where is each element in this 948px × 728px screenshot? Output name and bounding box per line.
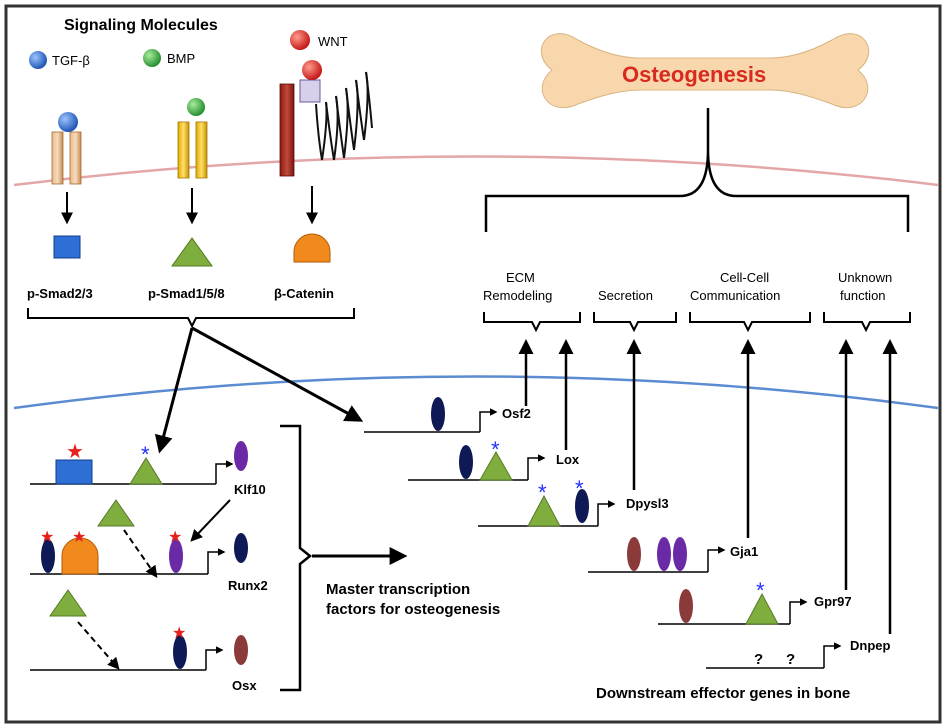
runx2-bound-osx-icon: [173, 635, 187, 669]
bmp-receptor-icon: [177, 98, 208, 179]
dnpep-label: Dnpep: [850, 638, 891, 653]
gja1-osx-icon: [627, 537, 641, 571]
binding-asterisk-icon: *: [538, 480, 547, 505]
osf2-tf-icon: [431, 397, 445, 431]
wnt-ligand-icon: [290, 30, 310, 50]
unknown-label-line1: Unknown: [838, 270, 892, 285]
osteogenesis-bracket: [484, 108, 910, 232]
gja1-klf10-icon: [657, 537, 671, 571]
phospho-star-icon: ★: [172, 625, 186, 642]
ecm-label-line1: ECM: [506, 270, 535, 285]
smad23-label: p-Smad2/3: [27, 286, 93, 301]
signaling-molecules-title: Signaling Molecules: [64, 17, 218, 34]
smad23-icon: [53, 235, 81, 259]
phospho-star-icon: ★: [168, 529, 182, 546]
gja1-label: Gja1: [730, 544, 758, 559]
gpr97-smad-icon: [745, 592, 779, 625]
runx2-protein-icon: [234, 533, 248, 563]
cell-membrane: [13, 155, 939, 187]
tgfb-label: TGF-β: [52, 53, 90, 68]
catenin-icon: [293, 233, 331, 263]
outer-border: [4, 4, 942, 724]
wnt-receptor-icon: [279, 60, 373, 177]
lox-label: Lox: [556, 452, 580, 467]
smad158-label: p-Smad1/5/8: [148, 286, 225, 301]
downstream-effector-label: Downstream effector genes in bone: [596, 685, 850, 702]
binding-asterisk-icon: *: [575, 476, 584, 501]
tgfb-receptor-icon: [51, 112, 82, 185]
runx2-label: Runx2: [228, 578, 268, 593]
smad158-icon: [171, 237, 213, 267]
gja1-klf10-icon-2: [673, 537, 687, 571]
catenin-bound-icon: [61, 537, 99, 575]
secretion-label: Secretion: [598, 288, 653, 303]
ecm-label-line2: Remodeling: [483, 288, 552, 303]
master-tf-label-line1: Master transcription: [326, 581, 470, 598]
bmp-label: BMP: [167, 51, 195, 66]
osx-protein-icon: [234, 635, 248, 665]
binding-asterisk-icon: *: [491, 437, 500, 462]
gpr97-label: Gpr97: [814, 594, 852, 609]
smad158-floating-icon-2: [49, 589, 87, 617]
phospho-star-icon: ★: [72, 529, 86, 546]
master-tf-label-line2: factors for osteogenesis: [326, 601, 500, 618]
klf10-protein-icon: [234, 441, 248, 471]
cellcell-label-line1: Cell-Cell: [720, 270, 769, 285]
cellcell-label-line2: Communication: [690, 288, 780, 303]
nuclear-membrane: [13, 375, 939, 410]
cellcell-brace: [689, 312, 811, 333]
dpysl3-runx2-icon: [575, 489, 589, 523]
gpr97-osx-icon: [679, 589, 693, 623]
bone-icon: [540, 33, 870, 109]
smad158-bound-icon: [129, 457, 163, 485]
bmp-ligand-icon: [143, 49, 161, 67]
unknown-brace: [823, 312, 911, 333]
unknown-label-line2: function: [840, 288, 886, 303]
secretion-brace: [593, 312, 677, 333]
unknown-factor-mark-2: ?: [786, 651, 795, 668]
dpysl3-smad-icon: [527, 494, 561, 527]
catenin-label: β-Catenin: [274, 286, 334, 301]
lox-smad-icon: [479, 450, 513, 481]
dpysl3-label: Dpysl3: [626, 496, 669, 511]
wnt-label: WNT: [318, 34, 348, 49]
phospho-star-icon: ★: [40, 529, 54, 546]
osteogenesis-label: Osteogenesis: [622, 62, 766, 87]
smad158-floating-icon: [97, 499, 135, 527]
ecm-brace: [483, 312, 581, 333]
tgfb-ligand-icon: [29, 51, 47, 69]
lox-runx2-icon: [459, 445, 473, 479]
binding-asterisk-icon: *: [756, 578, 765, 603]
master-tf-brace: [280, 424, 313, 692]
unknown-factor-mark: ?: [754, 651, 763, 668]
effector-brace: [27, 308, 355, 329]
klf10-bound-icon: [169, 539, 183, 573]
osx-label: Osx: [232, 678, 257, 693]
binding-asterisk-icon: *: [141, 442, 150, 467]
smad23-bound-icon: [55, 459, 93, 485]
klf10-label: Klf10: [234, 482, 266, 497]
osf2-label: Osf2: [502, 406, 531, 421]
phospho-star-icon: ★: [66, 441, 84, 463]
runx2-bound-icon: [41, 539, 55, 573]
